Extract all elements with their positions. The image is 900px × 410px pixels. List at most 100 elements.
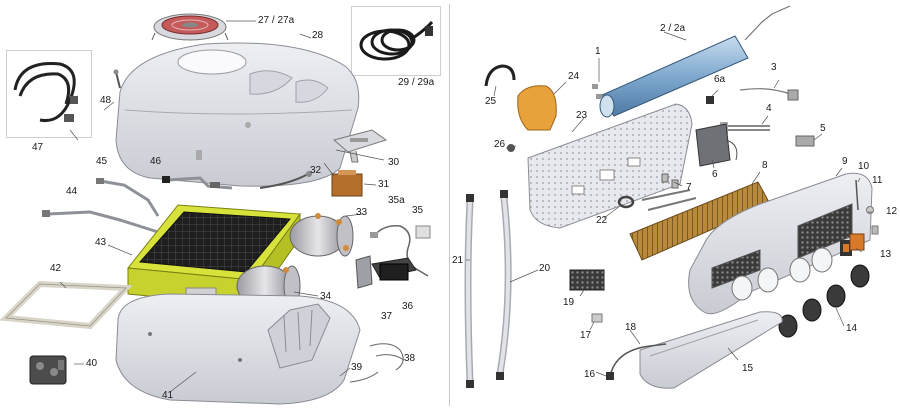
- screw-48-drawing: [113, 69, 121, 89]
- label-part-48: 48: [100, 95, 112, 106]
- cap-11-drawing: [866, 206, 874, 214]
- label-part-22: 22: [596, 215, 608, 226]
- gasket-frame-42-drawing: [0, 280, 133, 330]
- top-cover-28-drawing: [115, 42, 360, 187]
- label-part-37: 37: [381, 311, 393, 322]
- screw-26-drawing: [507, 144, 515, 152]
- label-part-7: 7: [686, 182, 692, 193]
- label-part-16: 16: [584, 369, 596, 380]
- label-part-42: 42: [50, 263, 62, 274]
- air-deflector-24-drawing: [517, 85, 557, 131]
- label-part-29: 29 / 29a: [398, 77, 435, 88]
- part-17-drawing: [591, 313, 603, 323]
- panel-divider: [449, 4, 450, 406]
- label-part-6a: 6a: [714, 74, 726, 85]
- label-part-23: 23: [576, 110, 588, 121]
- switch-13-drawing: [849, 233, 865, 251]
- cable-coil-29-drawing: [359, 20, 434, 61]
- photo-cable-set-29: [351, 6, 441, 76]
- label-part-41: 41: [162, 390, 174, 401]
- plate-37-drawing: [355, 255, 373, 289]
- bracket-30-drawing: [332, 129, 388, 163]
- base-plate-41-drawing: [115, 293, 361, 405]
- label-part-24: 24: [568, 71, 580, 82]
- drain-hose-20-drawing: [496, 190, 512, 380]
- label-part-3: 3: [771, 62, 777, 73]
- label-part-11: 11: [872, 175, 883, 186]
- drip-tray-15-drawing: [639, 311, 783, 389]
- filter-19-drawing: [569, 269, 605, 291]
- pipe-44-drawing: [42, 210, 159, 234]
- label-part-46: 46: [150, 156, 162, 167]
- back-plate-23-drawing: [527, 103, 693, 229]
- control-board-6-drawing: [695, 123, 738, 167]
- label-part-32: 32: [310, 165, 322, 176]
- label-part-21: 21: [452, 255, 464, 266]
- label-part-10: 10: [858, 161, 870, 172]
- hook-25-drawing: [484, 64, 516, 87]
- label-part-43: 43: [95, 237, 107, 248]
- label-part-27: 27 / 27a: [258, 15, 295, 26]
- label-part-8: 8: [762, 160, 768, 171]
- fan-27-drawing: [151, 13, 229, 41]
- heat-exchanger-43-drawing: [127, 204, 301, 308]
- label-part-4: 4: [766, 103, 772, 114]
- label-part-19: 19: [563, 297, 575, 308]
- label-part-30: 30: [388, 157, 400, 168]
- wiring-38-drawing: [369, 343, 405, 371]
- label-part-14: 14: [846, 323, 858, 334]
- label-part-20: 20: [539, 263, 551, 274]
- label-part-1: 1: [595, 46, 601, 57]
- label-part-13: 13: [880, 249, 892, 260]
- sensor-32-drawing: [259, 171, 312, 189]
- drain-hose-21-drawing: [464, 194, 474, 388]
- pipe-45-drawing: [96, 178, 160, 217]
- label-part-33: 33: [356, 207, 368, 218]
- screw-10-drawing: [855, 179, 859, 211]
- drain-18-drawing: [606, 343, 667, 380]
- clips-1-drawing: [592, 84, 602, 99]
- compressor-33-drawing: [289, 213, 354, 257]
- louvres-14-drawing: [778, 264, 870, 338]
- label-part-44: 44: [66, 186, 78, 197]
- label-part-15: 15: [742, 363, 754, 374]
- label-part-36: 36: [402, 301, 414, 312]
- grommet-22-drawing: [617, 195, 635, 209]
- relay-31-drawing: [331, 170, 363, 197]
- knob-5-drawing: [795, 135, 815, 147]
- label-part-9: 9: [842, 156, 848, 167]
- label-part-40: 40: [86, 358, 98, 369]
- sensor-3-drawing: [739, 88, 799, 101]
- label-part-31: 31: [378, 179, 390, 190]
- label-part-35a: 35a: [388, 195, 405, 206]
- front-housing-9-drawing: [688, 172, 873, 315]
- clip-12-drawing: [871, 225, 879, 235]
- plate-35-drawing: [415, 225, 431, 239]
- label-part-47: 47: [32, 142, 44, 153]
- control-box-36-drawing: [371, 257, 417, 281]
- label-part-45: 45: [96, 156, 108, 167]
- hose-set-47-drawing: [13, 62, 78, 123]
- heater-tube-2-drawing: [599, 5, 791, 118]
- label-part-6: 6: [712, 169, 718, 180]
- label-part-34: 34: [320, 291, 332, 302]
- label-part-25: 25: [485, 96, 497, 107]
- label-part-38: 38: [404, 353, 416, 364]
- cable-39-drawing: [349, 371, 379, 383]
- left-leader-lines: [59, 101, 385, 393]
- label-part-18: 18: [625, 322, 637, 333]
- label-part-5: 5: [820, 123, 826, 134]
- right-leader-lines: [466, 79, 872, 377]
- label-part-39: 39: [351, 362, 363, 373]
- hardware-kit-40-drawing: [29, 355, 67, 385]
- label-part-17: 17: [580, 330, 592, 341]
- label-part-2: 2 / 2a: [660, 23, 686, 34]
- label-part-28: 28: [312, 30, 324, 41]
- label-part-26: 26: [494, 139, 506, 150]
- part-6a-drawing: [706, 96, 714, 104]
- label-part-12: 12: [886, 206, 898, 217]
- label-part-35: 35: [412, 205, 424, 216]
- pipe-46-drawing: [162, 176, 233, 190]
